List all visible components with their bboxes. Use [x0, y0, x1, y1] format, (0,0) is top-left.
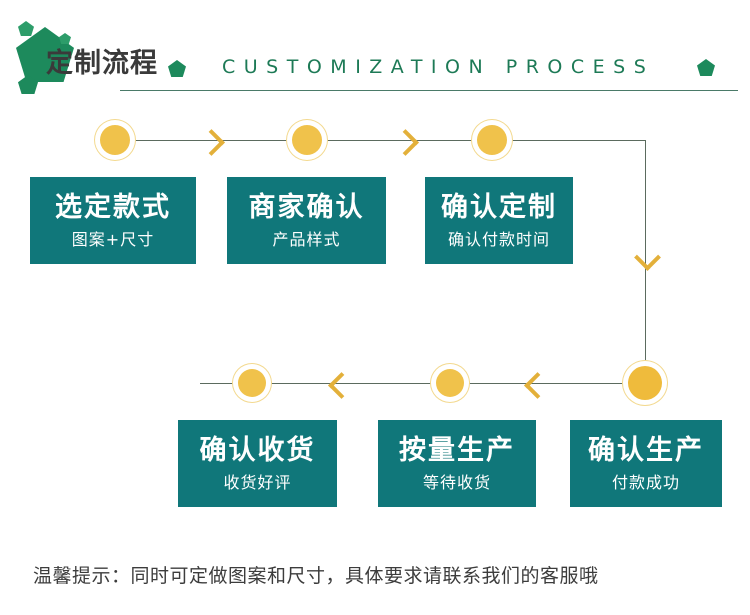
step-card-subtitle: 产品样式 [272, 229, 341, 249]
step-card-4[interactable]: 确认生产 付款成功 [570, 420, 722, 507]
step-card-title: 确认收货 [199, 434, 316, 466]
pentagon-decoration-bottom-left [18, 75, 38, 94]
step-card-subtitle: 等待收货 [422, 472, 491, 492]
flow-node-4 [628, 366, 662, 400]
footer-note: 温馨提示：同时可定做图案和尺寸，具体要求请联系我们的客服哦 [33, 565, 599, 587]
step-card-2[interactable]: 商家确认 产品样式 [227, 177, 386, 264]
header-divider [120, 90, 738, 91]
step-card-1[interactable]: 选定款式 图案+尺寸 [30, 177, 196, 264]
step-card-subtitle: 付款成功 [611, 472, 680, 492]
step-card-title: 选定款式 [55, 191, 171, 223]
flow-node-5 [436, 369, 464, 397]
flow-node-2 [292, 125, 322, 155]
step-card-title: 商家确认 [248, 191, 365, 223]
page-title-english: CUSTOMIZATION PROCESS [222, 56, 655, 78]
flow-line-bottom [200, 383, 646, 384]
flow-line-top [108, 140, 646, 141]
flow-node-3 [477, 125, 507, 155]
step-card-subtitle: 图案+尺寸 [71, 229, 155, 249]
page-title-chinese: 定制流程 [46, 48, 158, 79]
step-card-title: 确认生产 [588, 434, 704, 466]
pentagon-decoration-top-left [18, 21, 34, 36]
step-card-5[interactable]: 按量生产 等待收货 [378, 420, 536, 507]
step-card-subtitle: 收货好评 [223, 472, 292, 492]
step-card-3[interactable]: 确认定制 确认付款时间 [425, 177, 573, 264]
arrow-left-icon-1 [328, 372, 355, 399]
flow-line-right [645, 140, 646, 384]
pentagon-decoration-right [697, 59, 715, 76]
step-card-title: 按量生产 [399, 434, 515, 466]
arrow-right-icon-2 [392, 129, 419, 156]
step-card-subtitle: 确认付款时间 [447, 229, 550, 249]
flow-node-6 [238, 369, 266, 397]
pentagon-decoration-middle [168, 60, 186, 77]
step-card-6[interactable]: 确认收货 收货好评 [178, 420, 337, 507]
page-header: 定制流程 CUSTOMIZATION PROCESS [0, 0, 750, 100]
arrow-right-icon-1 [198, 129, 225, 156]
arrow-down-icon [634, 244, 661, 271]
arrow-left-icon-2 [524, 372, 551, 399]
pentagon-decoration-top-right [59, 33, 71, 44]
step-card-title: 确认定制 [441, 191, 557, 223]
flow-node-1 [100, 125, 130, 155]
